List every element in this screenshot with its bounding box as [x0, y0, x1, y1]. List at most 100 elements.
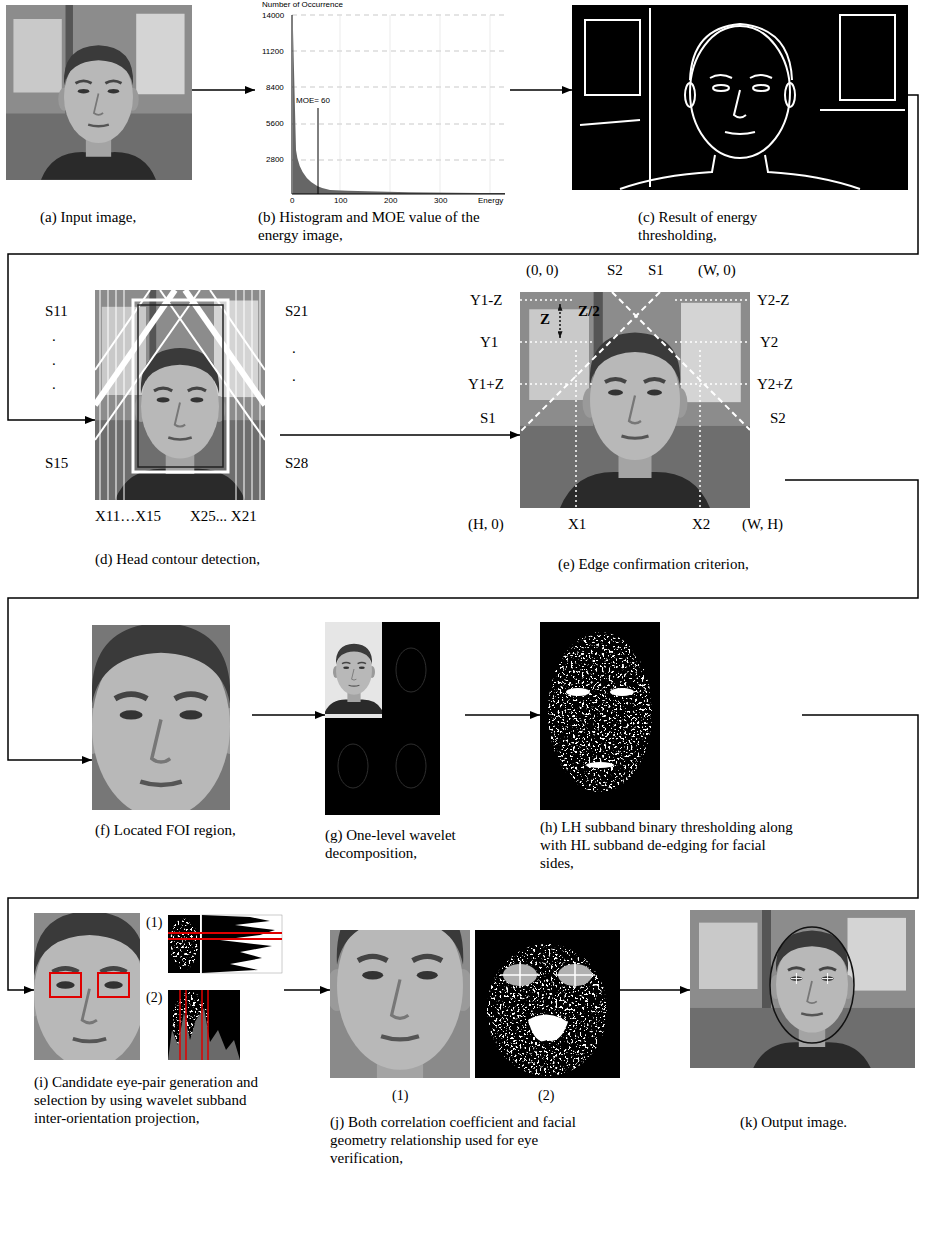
output-photo	[827, 973, 828, 984]
annotation-holder: S2	[770, 410, 786, 427]
eye-verification-image	[528, 1014, 568, 1041]
annotation-label: (2)	[538, 1088, 554, 1104]
annotation-label: S2	[770, 410, 786, 427]
edge-criterion-image	[575, 350, 577, 508]
annotation-holder: .	[292, 368, 296, 385]
output-photo	[752, 931, 872, 1068]
eye-pair-image	[168, 1008, 240, 1060]
output-photo	[791, 973, 833, 984]
head-contour-image	[100, 290, 260, 500]
head-contour-image	[185, 290, 265, 405]
annotation-label: S1	[648, 262, 664, 279]
annotation-label: X2	[692, 516, 710, 533]
annotation-holder: S2	[607, 262, 623, 279]
axis-label: 300	[434, 196, 447, 205]
energy-histogram	[293, 30, 505, 194]
binary-subband-image	[586, 762, 614, 768]
annotation-holder: Y1+Z	[468, 376, 504, 393]
head-contour-image	[95, 290, 175, 405]
annotation-holder: .	[52, 352, 56, 369]
wavelet-image	[338, 648, 426, 788]
wavelet-image	[396, 744, 426, 788]
annotation-holder: 8400	[266, 83, 284, 92]
annotation-holder: Z	[540, 311, 550, 328]
annotation-label: .	[52, 376, 56, 393]
threshold-image	[690, 24, 792, 80]
wavelet-image	[338, 744, 368, 788]
annotation-holder: (W, H)	[742, 516, 783, 533]
pipeline-step: (b) Histogram and MOE value of the energ…	[255, 5, 510, 244]
edge-criterion-image	[520, 299, 572, 301]
energy-histogram	[490, 15, 491, 194]
annotation-holder: 14000	[262, 11, 284, 20]
binary-subband-image	[566, 688, 590, 696]
pipeline-step: (i) Candidate eye-pair generation and se…	[34, 913, 284, 1127]
annotation-label: Y1	[480, 334, 498, 351]
input-photo	[6, 5, 192, 180]
annotation-holder: 0	[290, 196, 294, 205]
edge-criterion-image	[520, 383, 595, 385]
annotation-label: X11…X15	[95, 508, 161, 525]
output-photo	[690, 910, 915, 1068]
eye-pair-image	[168, 938, 282, 940]
axis-label: 0	[290, 196, 294, 205]
energy-histogram	[292, 160, 505, 161]
annotation-holder: X25... X21	[190, 508, 257, 525]
edge-criterion-image	[520, 292, 750, 508]
step-caption: (f) Located FOI region,	[95, 821, 252, 839]
axis-label: 200	[384, 196, 397, 205]
annotation-holder: S28	[285, 455, 308, 472]
energy-histogram	[318, 108, 319, 194]
edge-criterion-image	[520, 292, 750, 508]
energy-histogram	[255, 0, 510, 204]
annotation-label: S2	[607, 262, 623, 279]
eye-verification-image	[475, 930, 620, 1078]
eye-pair-image	[180, 990, 208, 1060]
eye-pair-image	[50, 973, 81, 997]
energy-histogram	[292, 87, 505, 88]
annotation-holder: Y1-Z	[470, 292, 503, 309]
annotation-label: Y1-Z	[470, 292, 503, 309]
annotation-holder: .	[52, 376, 56, 393]
step-caption: (a) Input image,	[40, 208, 190, 226]
head-contour-image	[235, 290, 236, 500]
wavelet-image	[396, 648, 426, 692]
step-caption: (e) Edge confirmation criterion,	[558, 555, 783, 573]
annotation-label: S21	[285, 303, 308, 320]
head-contour-image	[160, 290, 265, 440]
eye-verification-image	[330, 930, 470, 1078]
threshold-image	[750, 75, 772, 78]
threshold-image	[785, 83, 795, 107]
binary-subband-image	[566, 688, 634, 768]
threshold-image	[713, 85, 729, 91]
eye-pair-image	[207, 990, 209, 1060]
axis-label: 2800	[266, 155, 284, 164]
annotation-holder: 2800	[266, 155, 284, 164]
annotation-label: Y2-Z	[757, 292, 790, 309]
threshold-image	[734, 90, 746, 118]
head-contour-image	[95, 290, 150, 370]
axis-label: 14000	[262, 11, 284, 20]
annotation-holder: Energy	[478, 196, 503, 205]
energy-histogram	[292, 51, 505, 52]
annotation-label: (W, 0)	[698, 262, 736, 279]
annotation-label: Y2	[760, 334, 778, 351]
wavelet-image	[325, 622, 440, 815]
axis-label: 5600	[266, 119, 284, 128]
annotation-label: .	[292, 368, 296, 385]
annotation-label: (H, 0)	[468, 516, 504, 533]
energy-histogram	[292, 194, 505, 195]
annotation-holder: MOE= 60	[296, 96, 330, 105]
annotation-holder: (W, 0)	[698, 262, 736, 279]
annotation-label: (W, H)	[742, 516, 783, 533]
step-caption: (c) Result of energy thresholding,	[638, 208, 798, 244]
annotation-holder: .	[52, 328, 56, 345]
head-contour-image	[210, 290, 265, 370]
axis-label: MOE= 60	[296, 96, 330, 105]
binary-subband-image	[540, 622, 660, 810]
annotation-holder: S1	[648, 262, 664, 279]
head-contour-image	[95, 290, 265, 500]
axis-label: Energy	[478, 196, 503, 205]
